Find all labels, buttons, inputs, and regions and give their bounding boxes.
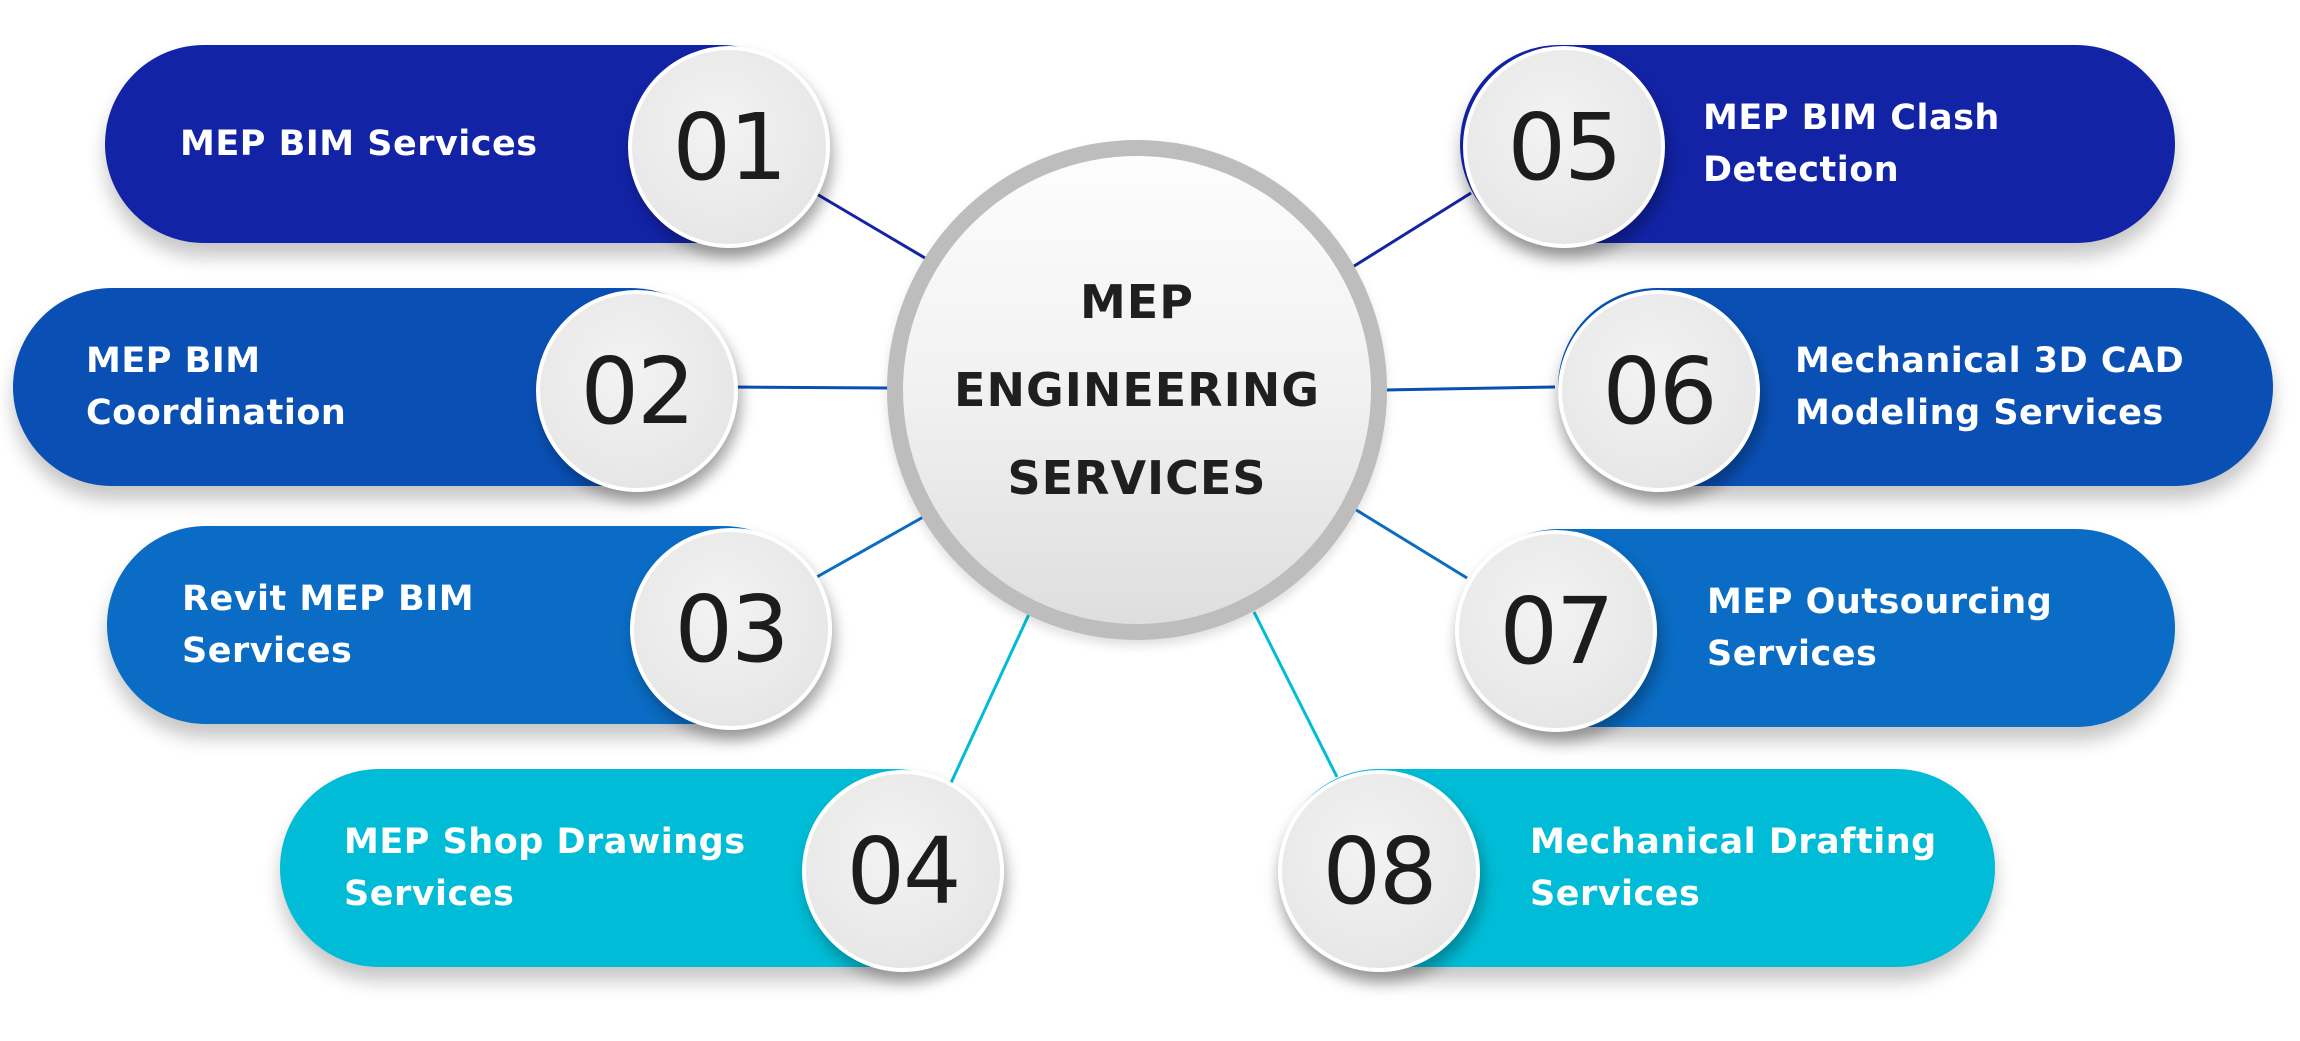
service-label-05: MEP BIM Clash Detection: [1703, 97, 2000, 191]
number-badge-02: 02: [536, 290, 738, 492]
service-label-02: MEP BIM Coordination: [86, 340, 347, 434]
connector-08: [1252, 611, 1339, 778]
connector-05: [1350, 191, 1472, 270]
number-badge-06: 06: [1558, 290, 1760, 492]
number-badge-05: 05: [1463, 46, 1665, 248]
connector-07: [1352, 506, 1468, 580]
number-badge-04: 04: [802, 770, 1004, 972]
connector-02: [729, 385, 889, 390]
number-badge-01: 01: [628, 46, 830, 248]
service-label-07: MEP Outsourcing Services: [1707, 581, 2053, 675]
number-badge-03: 03: [630, 528, 832, 730]
number-badge-07: 07: [1455, 530, 1657, 732]
service-label-08: Mechanical Drafting Services: [1530, 821, 1937, 915]
service-label-01: MEP BIM Services: [180, 123, 538, 164]
connector-03: [814, 514, 926, 580]
service-label-04: MEP Shop Drawings Services: [344, 821, 746, 915]
hub-title: MEP ENGINEERING SERVICES: [954, 275, 1320, 505]
connector-04: [948, 611, 1032, 786]
number-badge-08: 08: [1278, 770, 1480, 972]
service-label-06: Mechanical 3D CAD Modeling Services: [1795, 340, 2185, 434]
hub-circle: MEP ENGINEERING SERVICES: [903, 156, 1371, 624]
connector-01: [814, 191, 926, 260]
connector-06: [1385, 385, 1556, 392]
service-label-03: Revit MEP BIM Services: [182, 578, 475, 672]
